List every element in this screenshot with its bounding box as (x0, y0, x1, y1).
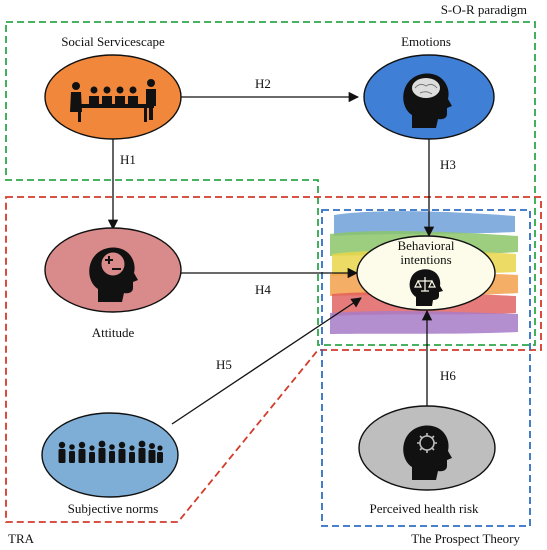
h5-arrow (171, 297, 362, 425)
h2-label: H2 (255, 76, 271, 91)
sor-paradigm-label: S-O-R paradigm (441, 2, 527, 17)
h4-label: H4 (255, 282, 271, 297)
attitude-label: Attitude (92, 325, 135, 340)
sor-paradigm-boundary (5, 21, 536, 346)
head-virus-icon (403, 425, 452, 480)
behavioral-intentions-label-line1: Behavioral (397, 238, 454, 253)
tra-label: TRA (8, 531, 35, 546)
perceived-health-risk-label: Perceived health risk (369, 501, 479, 516)
tra-boundary (5, 196, 542, 523)
behavioral-intentions-node: Behavioral intentions (356, 235, 496, 311)
prospect-theory-boundary (321, 209, 531, 527)
perceived-health-risk-node (358, 405, 496, 491)
h1-label: H1 (120, 152, 136, 167)
h3-label: H3 (440, 157, 456, 172)
head-plus-minus-icon (89, 247, 138, 302)
head-scales-icon (409, 269, 443, 306)
restaurant-diners-icon (70, 79, 156, 122)
crowd-people-icon (58, 440, 163, 463)
social-servicescape-node (44, 54, 182, 140)
behavioral-intentions-label-line2: intentions (400, 252, 451, 267)
emotions-node (363, 54, 495, 140)
h6-label: H6 (440, 368, 456, 383)
attitude-node (44, 227, 182, 313)
social-servicescape-label: Social Servicescape (61, 34, 165, 49)
emotions-label: Emotions (401, 34, 451, 49)
subjective-norms-node (41, 412, 179, 498)
head-brain-icon (403, 73, 452, 128)
subjective-norms-label: Subjective norms (68, 501, 159, 516)
prospect-theory-label: The Prospect Theory (411, 531, 520, 546)
h5-label: H5 (216, 357, 232, 372)
